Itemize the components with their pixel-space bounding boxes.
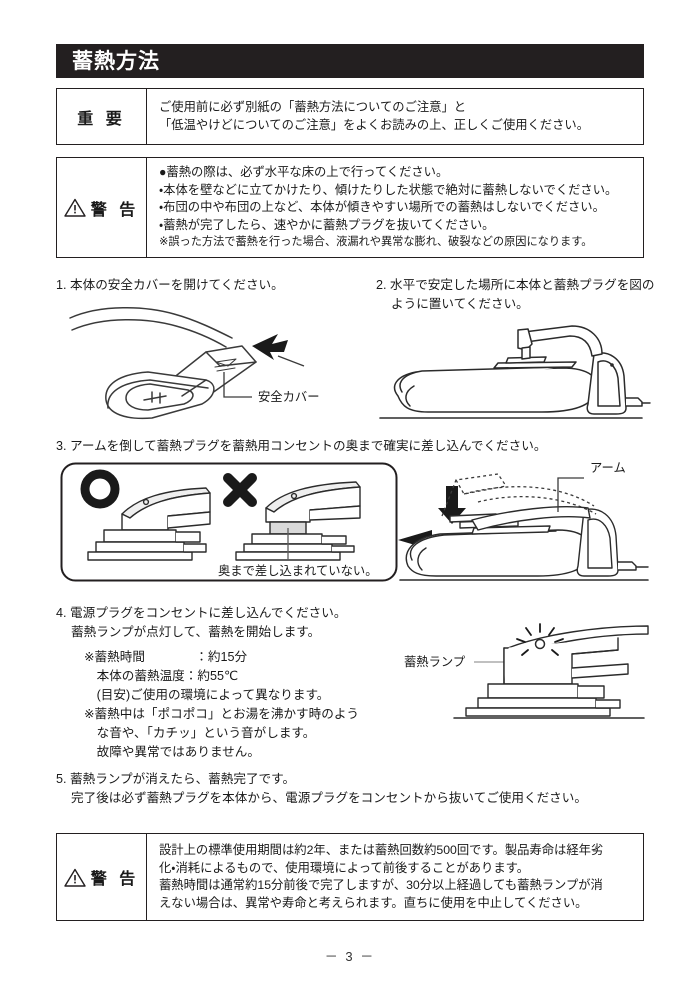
warning-line: えない場合は、異常や寿命と考えられます。直ちに使用を中止してください。 xyxy=(159,895,588,910)
step-1-callout-label: 安全カバー xyxy=(258,390,320,404)
important-label: 重 要 xyxy=(77,110,126,128)
warning-line: 設計上の標準使用期間は約2年、または蓄熱回数約500回です。製品寿命は経年劣 xyxy=(159,843,604,857)
step-3-callout-label: アーム xyxy=(590,461,626,475)
lamp-glow-icon xyxy=(516,623,564,656)
step-1-number: 1. xyxy=(56,278,67,292)
step-4-note: 故障や異常ではありません。 xyxy=(84,745,260,759)
warning-line: ・蓄熱が完了したら、速やかに蓄熱プラグを抜いてください。 xyxy=(159,217,495,232)
step-3-text: 3. アームを倒して蓄熱プラグを蓄熱用コンセントの奥まで確実に差し込んでください… xyxy=(56,437,646,456)
step-5-number: 5. xyxy=(56,772,67,786)
step-4-body: 電源プラグをコンセントに差し込んでください。 xyxy=(70,606,347,620)
important-line: 「低温やけどについてのご注意」をよくお読みの上、正しくご使用ください。 xyxy=(159,117,590,132)
ok-mark-icon xyxy=(80,469,120,509)
step-4-note: ※蓄熱時間 ：約15分 xyxy=(84,650,248,664)
step-3-line: 3. アームを倒して蓄熱プラグを蓄熱用コンセントの奥まで確実に差し込んでください… xyxy=(56,437,646,456)
step-5-body-cont: 完了後は必ず蓄熱プラグを本体から、電源プラグをコンセントから抜いてご使用ください… xyxy=(71,791,587,805)
step-1-body: 本体の安全カバーを開けてください。 xyxy=(70,278,284,292)
step-4-text: 4. 電源プラグをコンセントに差し込んでください。 蓄熱ランプが点灯して、蓄熱を… xyxy=(56,604,416,762)
step-2-text: 2. 水平で安定した場所に本体と蓄熱プラグを図の ように置いてください。 xyxy=(376,276,655,314)
step-4-number: 4. xyxy=(56,606,67,620)
illustration-placement xyxy=(379,325,651,419)
step-4-note: (目安)ご使用の環境によって異なります。 xyxy=(84,688,330,702)
step-5-text: 5. 蓄熱ランプが消えたら、蓄熱完了です。 完了後は必ず蓄熱プラグを本体から、電… xyxy=(56,770,646,808)
warning-body-bottom: 設計上の標準使用期間は約2年、または蓄熱回数約500回です。製品寿命は経年劣 化… xyxy=(147,834,643,920)
step-2-number: 2. xyxy=(376,278,387,292)
page-title: 蓄熱方法 xyxy=(72,49,160,73)
step-2-body: 水平で安定した場所に本体と蓄熱プラグを図の xyxy=(390,278,655,292)
step-5-body: 蓄熱ランプが消えたら、蓄熱完了です。 xyxy=(70,772,296,786)
section-title-bar: 蓄熱方法 xyxy=(56,44,644,78)
step-5-line: 5. 蓄熱ランプが消えたら、蓄熱完了です。 xyxy=(56,770,646,789)
step-2-body-cont: ように置いてください。 xyxy=(391,297,529,311)
ng-mark-icon xyxy=(223,473,257,507)
step-2-line: 2. 水平で安定した場所に本体と蓄熱プラグを図の xyxy=(376,276,655,295)
step-3-number: 3. xyxy=(56,439,67,453)
illustration-ok-ng-comparison: 奥まで差し込まれていない。 xyxy=(60,462,398,582)
warning-body-top: ●蓄熱の際は、必ず水平な床の上で行ってください。 ・本体を壁などに立てかけたり、… xyxy=(147,158,643,257)
down-arrow-icon xyxy=(438,486,466,524)
warning-line: ●蓄熱の際は、必ず水平な床の上で行ってください。 xyxy=(159,165,449,179)
ng-caption: 奥まで差し込まれていない。 xyxy=(218,564,378,578)
warning-label-cell-top: 警 告 xyxy=(57,158,147,257)
warning-notice-box-top: 警 告 ●蓄熱の際は、必ず水平な床の上で行ってください。 ・本体を壁などに立てか… xyxy=(56,157,644,258)
warning-line: ・本体を壁などに立てかけたり、傾けたりした状態で絶対に蓄熱しないでください。 xyxy=(159,182,618,197)
step-4-body-cont: 蓄熱ランプが点灯して、蓄熱を開始します。 xyxy=(71,625,321,639)
warning-line: 化・消耗によるもので、使用環境によって前後することがあります。 xyxy=(159,860,530,875)
illustration-heat-lamp: 蓄熱ランプ xyxy=(404,623,649,719)
warning-notice-box-bottom: 警 告 設計上の標準使用期間は約2年、または蓄熱回数約500回です。製品寿命は経… xyxy=(56,833,644,921)
warning-label-bottom: 警 告 xyxy=(90,871,140,888)
step-4-note: ※蓄熱中は「ポコポコ」とお湯を沸かす時のよう xyxy=(84,707,360,721)
page-number: － 3 － xyxy=(324,949,376,964)
important-label-cell: 重 要 xyxy=(57,89,147,144)
step-3-body: アームを倒して蓄熱プラグを蓄熱用コンセントの奥まで確実に差し込んでください。 xyxy=(70,439,547,453)
warning-label-top: 警 告 xyxy=(90,201,140,219)
warning-triangle-icon xyxy=(64,868,86,887)
illustration-arm-lowering: アーム xyxy=(398,461,649,581)
step-1-text: 1. 本体の安全カバーを開けてください。 xyxy=(56,276,376,295)
step-4-note: な音や、「カチッ」という音がします。 xyxy=(84,726,316,740)
step-4-line: 4. 電源プラグをコンセントに差し込んでください。 xyxy=(56,604,416,623)
warning-label-cell-bottom: 警 告 xyxy=(57,834,147,920)
step-4-callout-label: 蓄熱ランプ xyxy=(404,655,466,669)
illustration-safety-cover: 安全カバー xyxy=(69,306,320,420)
warning-line: ・布団の中や布団の上など、本体が傾きやすい場所での蓄熱はしないでください。 xyxy=(159,200,605,214)
step-4-note: 本体の蓄熱温度：約55℃ xyxy=(84,669,239,683)
important-line: ご使用前に必ず別紙の「蓄熱方法についてのご注意」と xyxy=(159,100,467,114)
warning-footnote: ※誤った方法で蓄熱を行った場合、液漏れや異常な膨れ、破裂などの原因になります。 xyxy=(159,236,593,248)
indicator-lamp-dot xyxy=(610,363,614,367)
open-direction-arrow xyxy=(252,334,305,367)
important-notice-box: 重 要 ご使用前に必ず別紙の「蓄熱方法についてのご注意」と 「低温やけどについて… xyxy=(56,88,644,145)
warning-line: 蓄熱時間は通常約15分前後で完了しますが、30分以上経過しても蓄熱ランプが消 xyxy=(159,878,603,892)
step-1-line: 1. 本体の安全カバーを開けてください。 xyxy=(56,276,376,295)
warning-triangle-icon xyxy=(64,198,86,217)
important-body: ご使用前に必ず別紙の「蓄熱方法についてのご注意」と 「低温やけどについてのご注意… xyxy=(147,89,643,144)
